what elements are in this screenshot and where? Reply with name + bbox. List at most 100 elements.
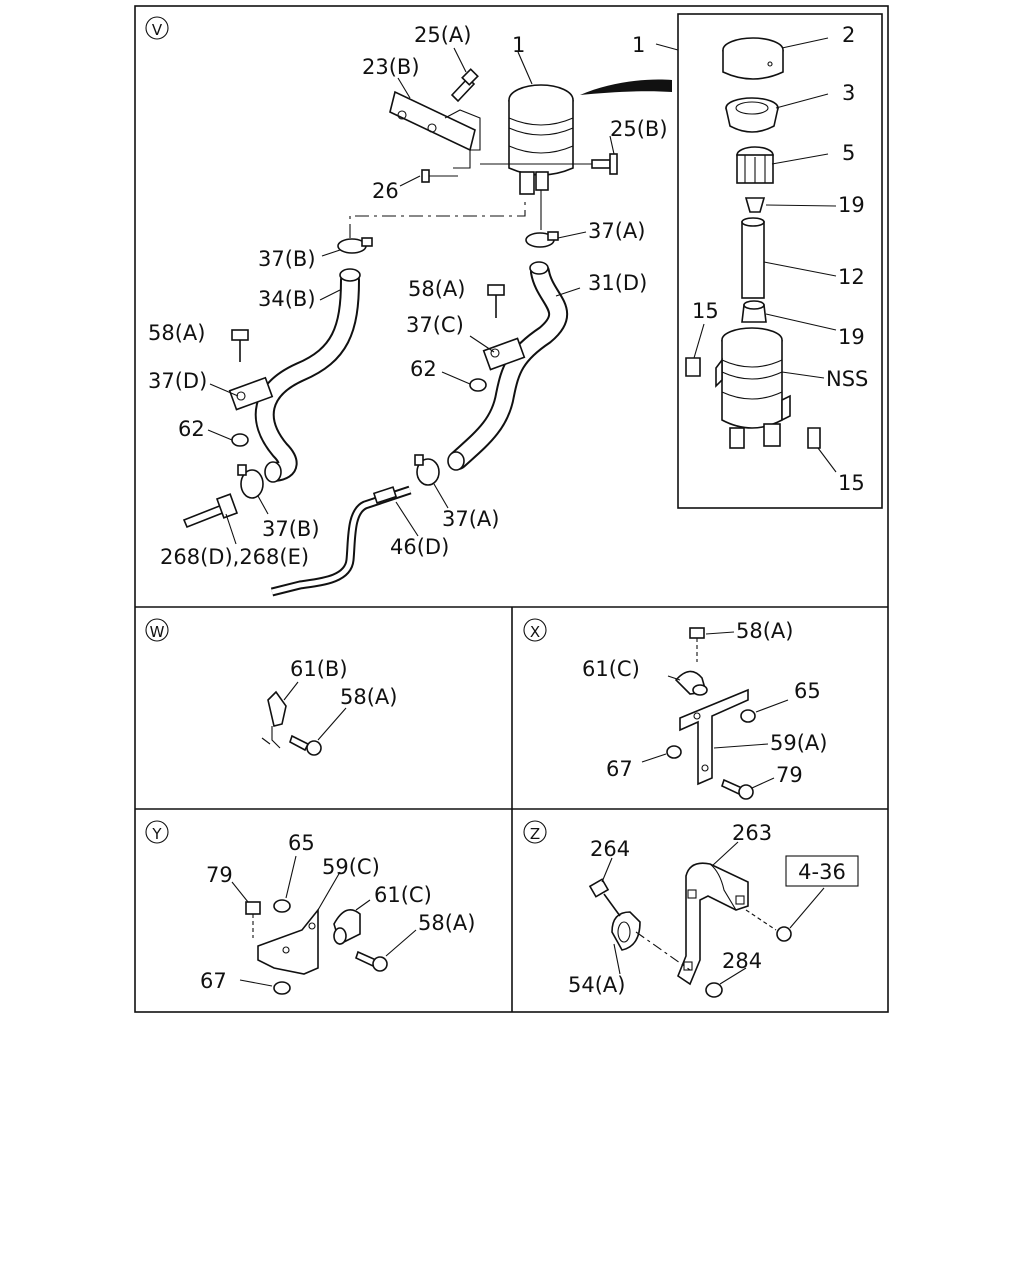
bolt-79-x xyxy=(721,778,754,800)
label-61c-x: 61(C) xyxy=(582,657,640,681)
nut-62-left xyxy=(231,433,249,447)
label-37a-top: 37(A) xyxy=(588,219,645,243)
label-284: 284 xyxy=(722,949,762,973)
label-58a-y: 58(A) xyxy=(418,911,475,935)
label-5: 5 xyxy=(842,141,855,165)
label-58a-mid: 58(A) xyxy=(408,277,465,301)
label-58a-w: 58(A) xyxy=(340,685,397,709)
svg-text:X: X xyxy=(530,623,540,641)
label-2: 2 xyxy=(842,23,855,47)
label-65-y: 65 xyxy=(288,831,315,855)
nut-284 xyxy=(705,982,723,998)
cap-19-bottom xyxy=(741,300,767,323)
label-nss: NSS xyxy=(826,367,868,391)
leader-lines-v xyxy=(207,37,837,545)
label-65-x: 65 xyxy=(794,679,821,703)
bolt-79-y xyxy=(245,901,261,938)
label-19-top: 19 xyxy=(838,193,865,217)
label-1-tank: 1 xyxy=(512,33,525,57)
label-264: 264 xyxy=(590,837,630,861)
label-15-top: 15 xyxy=(692,299,719,323)
hose-31d xyxy=(447,261,569,471)
leader-lines-x xyxy=(641,631,789,789)
bracket-59c xyxy=(257,907,319,975)
nut-65-y xyxy=(273,899,291,913)
panel-x-letter: X xyxy=(523,618,547,642)
label-15-bottom: 15 xyxy=(838,471,865,495)
svg-text:Z: Z xyxy=(530,825,540,843)
pipe-46d xyxy=(270,485,412,597)
clip-15-bottom xyxy=(807,427,821,449)
clamp-37c xyxy=(482,337,526,371)
bracket-23b xyxy=(389,90,481,169)
bracket-59a xyxy=(679,688,749,786)
bolt-36 xyxy=(745,909,792,942)
label-37a-bottom: 37(A) xyxy=(442,507,499,531)
label-79-x: 79 xyxy=(776,763,803,787)
label-59c: 59(C) xyxy=(322,855,380,879)
leader-dash-z xyxy=(635,931,691,971)
cap-2 xyxy=(722,37,784,80)
reservoir-tank xyxy=(508,84,574,195)
leader-tank-hose xyxy=(349,200,526,238)
clamp-61c-x xyxy=(674,670,708,696)
label-58a-x: 58(A) xyxy=(736,619,793,643)
clamp-54a xyxy=(611,911,641,951)
nut-65-x xyxy=(740,709,756,723)
svg-text:Y: Y xyxy=(151,825,162,843)
label-54a: 54(A) xyxy=(568,973,625,997)
label-23b: 23(B) xyxy=(362,55,420,79)
reservoir-body-nss xyxy=(715,327,791,449)
bolt-58a-y xyxy=(355,950,388,972)
reference-box: 4-36 xyxy=(785,855,859,887)
label-58a-left: 58(A) xyxy=(148,321,205,345)
clamp-37a-top xyxy=(525,231,559,248)
nut-67-x xyxy=(666,745,682,759)
panel-w-letter: W xyxy=(145,618,169,642)
label-19-bottom: 19 xyxy=(838,325,865,349)
label-67-y: 67 xyxy=(200,969,227,993)
nut-67-y xyxy=(273,981,291,995)
label-67-x: 67 xyxy=(606,757,633,781)
label-37d: 37(D) xyxy=(148,369,207,393)
label-61c-y: 61(C) xyxy=(374,883,432,907)
label-25b: 25(B) xyxy=(610,117,668,141)
clamp-37b-top xyxy=(337,237,373,254)
label-34b: 34(B) xyxy=(258,287,316,311)
label-46d: 46(D) xyxy=(390,535,449,559)
label-3: 3 xyxy=(842,81,855,105)
label-79-y: 79 xyxy=(206,863,233,887)
label-ref: 4-36 xyxy=(798,860,846,884)
label-25a: 25(A) xyxy=(414,23,471,47)
leader-58a-w xyxy=(317,707,347,741)
svg-text:W: W xyxy=(150,623,165,641)
bolt-58a-w xyxy=(289,734,322,756)
nut-62-mid xyxy=(469,378,487,392)
label-37b-bottom: 37(B) xyxy=(262,517,320,541)
clamp-61c-y xyxy=(333,908,361,946)
panel-v-letter: V xyxy=(145,16,169,40)
label-268: 268(D),268(E) xyxy=(160,545,309,569)
leader-lines-z xyxy=(601,841,825,985)
bolt-58a-mid xyxy=(487,284,505,318)
panel-y-letter: Y xyxy=(145,820,169,844)
clamp-37b-bottom xyxy=(237,464,264,499)
label-1-inset: 1 xyxy=(632,33,645,57)
clamp-37a-bottom xyxy=(414,454,440,486)
bolt-264 xyxy=(588,878,621,917)
bolt-58a-left xyxy=(231,329,249,362)
panel-frames xyxy=(134,5,889,1013)
bolt-25a xyxy=(450,68,479,103)
pipe-268 xyxy=(182,493,239,529)
label-59a: 59(A) xyxy=(770,731,827,755)
bracket-61b xyxy=(261,690,287,749)
clip-15-top xyxy=(685,357,701,377)
leader-61b xyxy=(283,681,299,701)
label-37c: 37(C) xyxy=(406,313,464,337)
nut-26 xyxy=(421,169,458,183)
label-31d: 31(D) xyxy=(588,271,647,295)
cap-19-top xyxy=(744,197,766,213)
svg-text:V: V xyxy=(152,21,163,39)
label-61b: 61(B) xyxy=(290,657,348,681)
